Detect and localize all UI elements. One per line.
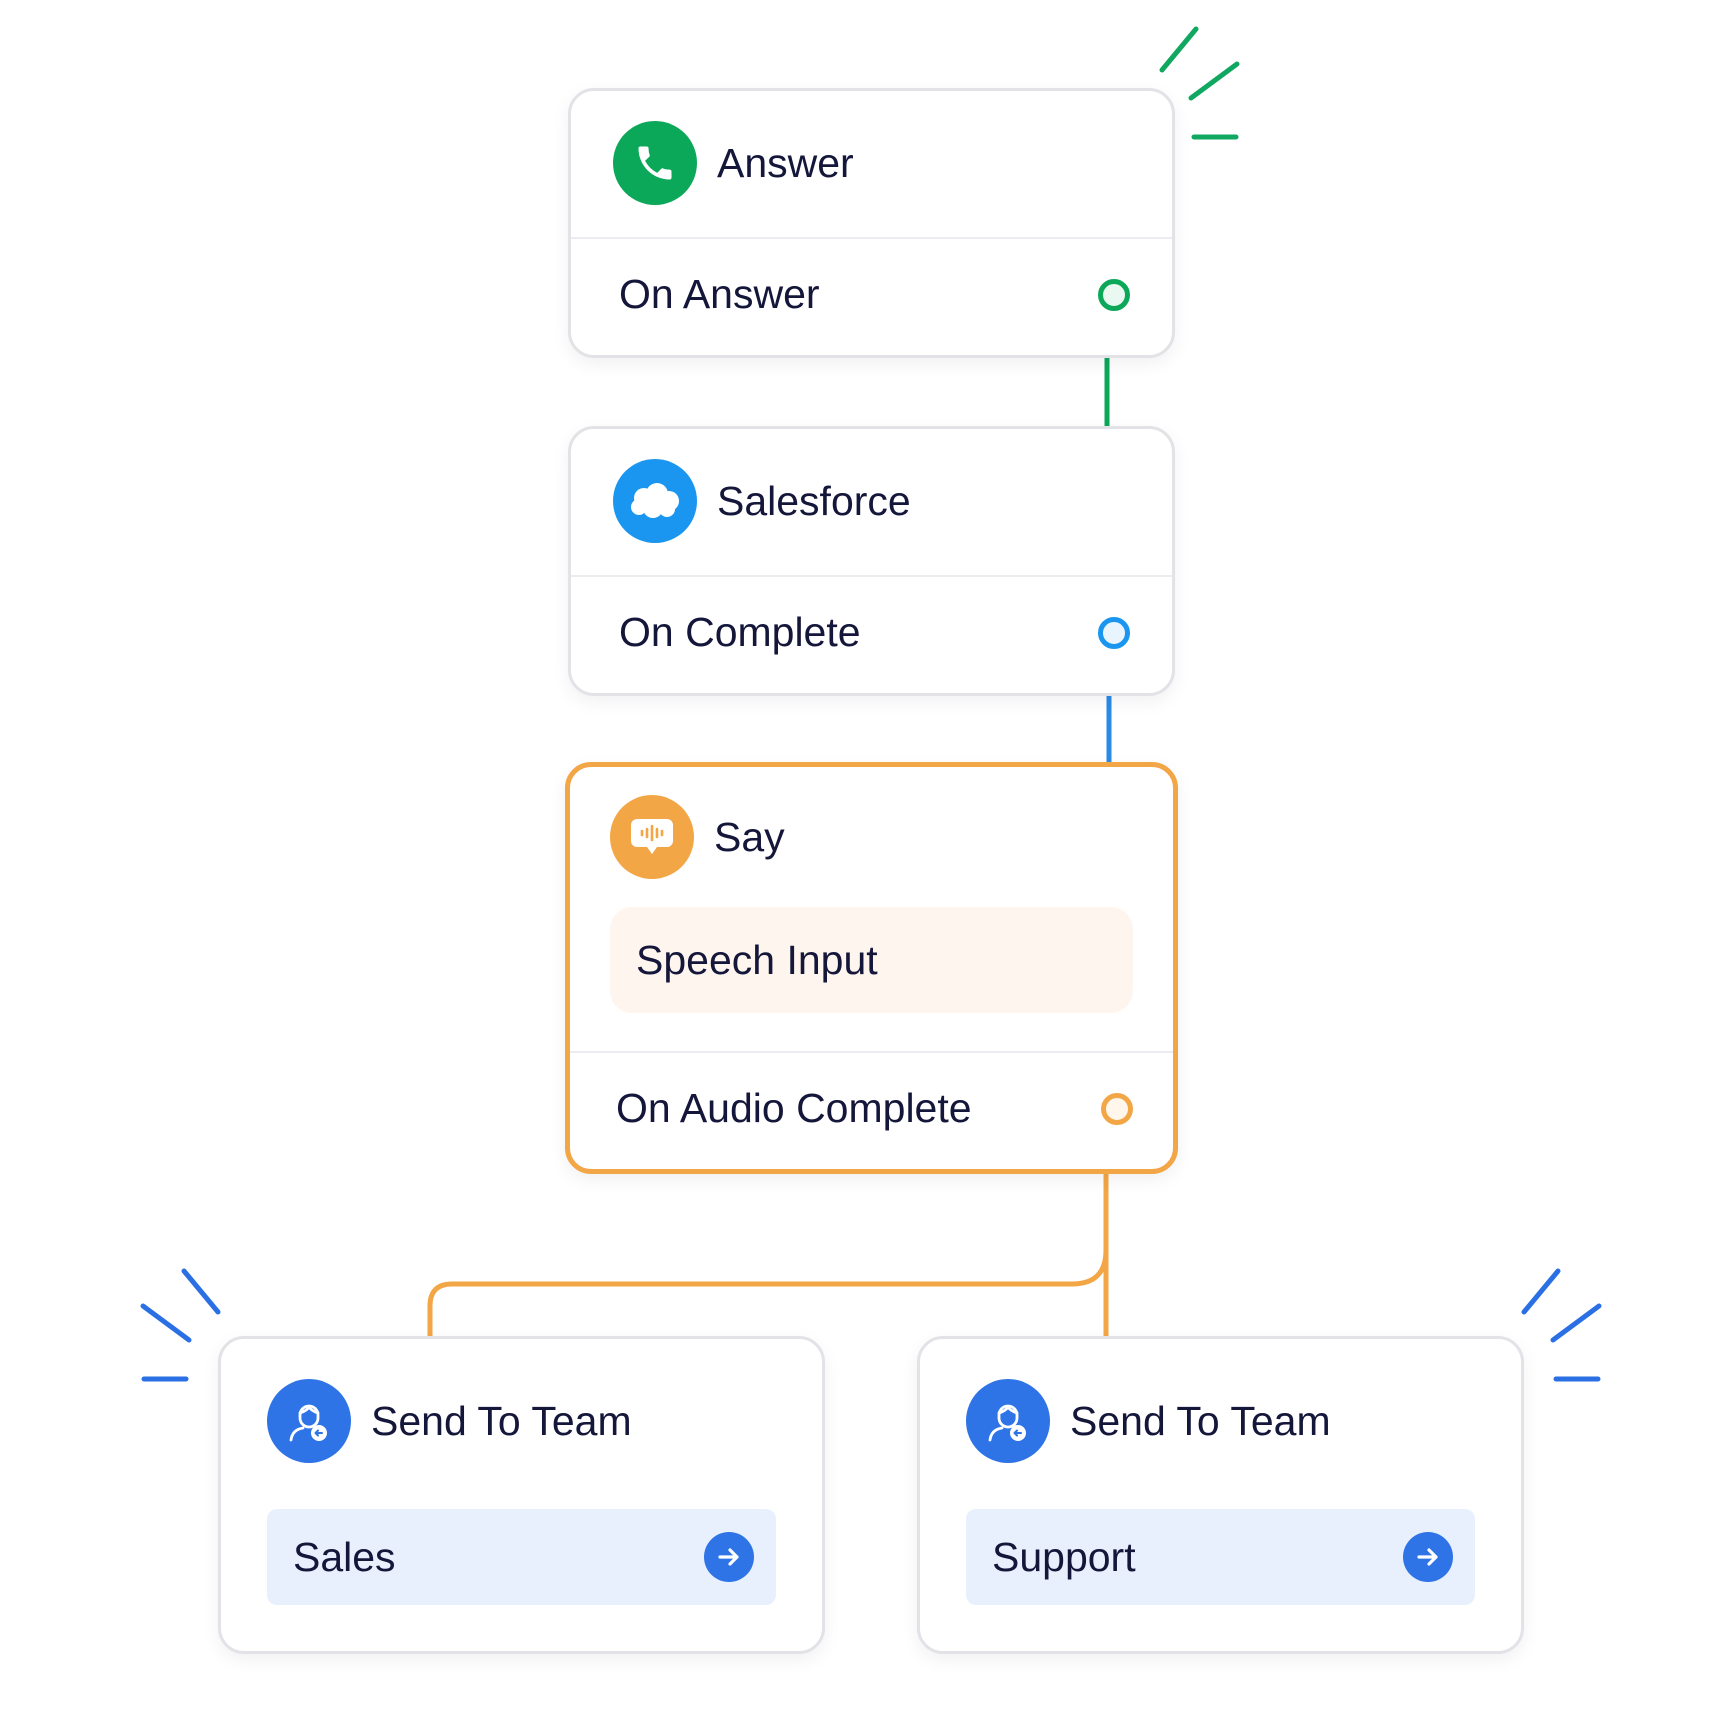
say-node-header: Say [610,795,785,879]
answer-output-port[interactable] [1098,278,1130,311]
support-node-header: Send To Team [966,1379,1331,1463]
send-to-team-sales-node[interactable]: Send To Team Sales [218,1336,825,1654]
answer-node[interactable]: Answer On Answer [568,88,1175,358]
speech-input-field[interactable]: Speech Input [610,907,1133,1013]
team-select-support[interactable]: Support [966,1509,1475,1605]
say-node-title: Say [714,813,785,860]
arrow-right-icon[interactable] [704,1532,754,1582]
say-port-label: On Audio Complete [616,1085,972,1131]
say-node-divider [570,1051,1173,1053]
salesforce-node-header: Salesforce [613,459,911,543]
speech-bubble-icon [610,795,694,879]
wire-say-to-sales [427,1249,1109,1340]
support-node-title: Send To Team [1070,1397,1331,1444]
cloud-icon [613,459,697,543]
team-name-support: Support [992,1533,1136,1580]
sales-node-header: Send To Team [267,1379,632,1463]
agent-icon [966,1379,1050,1463]
salesforce-port-row: On Complete [619,612,1130,653]
team-name-sales: Sales [293,1533,396,1580]
salesforce-node[interactable]: Salesforce On Complete [568,426,1175,696]
answer-node-title: Answer [717,139,854,186]
arrow-right-icon[interactable] [1403,1532,1453,1582]
salesforce-port-label: On Complete [619,609,861,655]
say-output-port[interactable] [1101,1092,1133,1125]
answer-node-divider [571,237,1172,239]
speech-input-label: Speech Input [636,936,878,983]
answer-node-header: Answer [613,121,854,205]
salesforce-node-title: Salesforce [717,477,911,524]
phone-icon [613,121,697,205]
agent-icon [267,1379,351,1463]
sales-node-title: Send To Team [371,1397,632,1444]
salesforce-output-port[interactable] [1098,616,1130,649]
say-node[interactable]: Say Speech Input On Audio Complete [565,762,1178,1174]
answer-port-label: On Answer [619,271,820,317]
answer-port-row: On Answer [619,274,1130,315]
team-select-sales[interactable]: Sales [267,1509,776,1605]
send-to-team-support-node[interactable]: Send To Team Support [917,1336,1524,1654]
salesforce-node-divider [571,575,1172,577]
say-port-row: On Audio Complete [616,1088,1133,1129]
